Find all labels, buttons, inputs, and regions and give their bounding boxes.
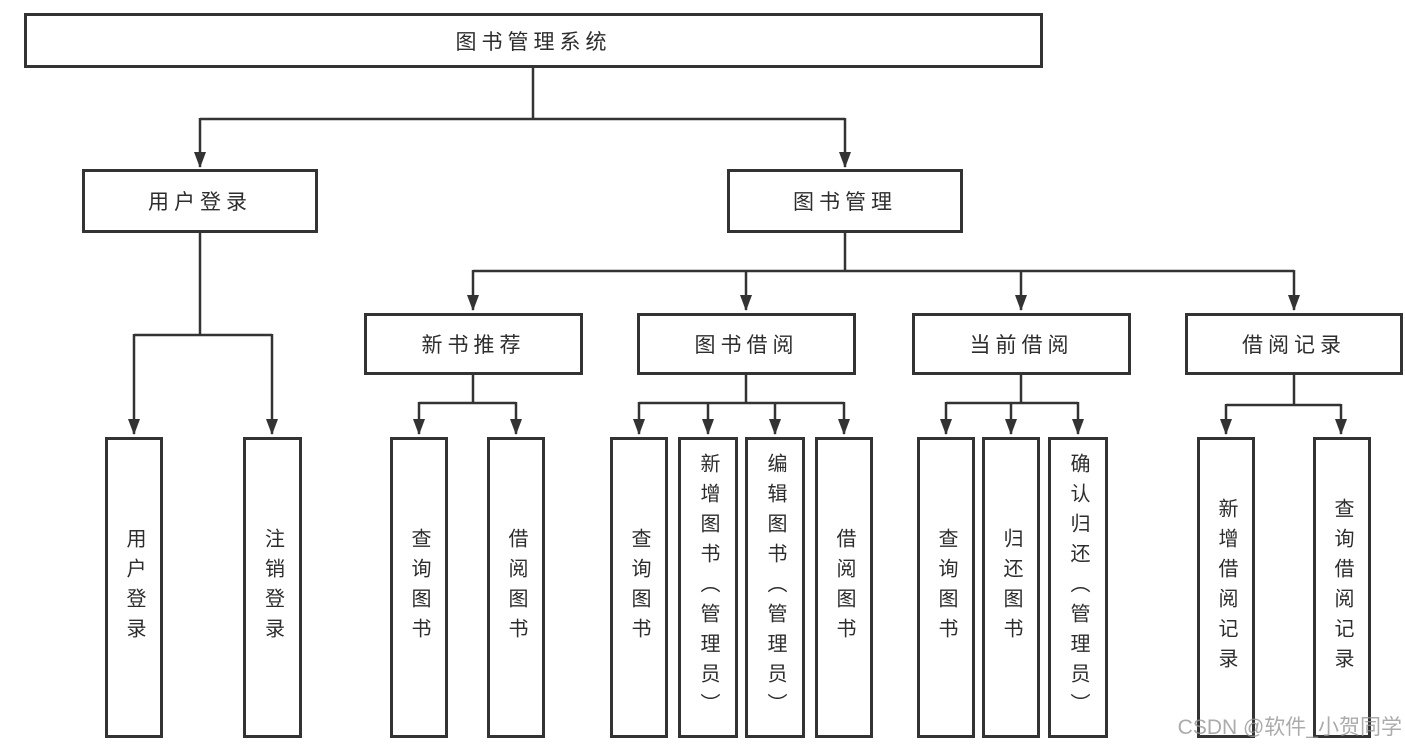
node-borrowing-records-label: 借阅记录	[1242, 334, 1346, 357]
leaf-bb-borrow-book: 借阅图书	[815, 437, 873, 738]
leaf-br-query-record: 查询借阅记录	[1313, 437, 1371, 738]
leaf-cb-return-book: 归还图书	[982, 437, 1040, 738]
leaf-logout: 注销登录	[243, 437, 302, 738]
node-current-borrowing-label: 当前借阅	[969, 334, 1074, 357]
leaf-user-login-label: 用户登录	[123, 527, 145, 648]
leaf-br-add-record-label: 新增借阅记录	[1215, 497, 1237, 678]
leaf-rec-borrow-book-label: 借阅图书	[505, 527, 527, 648]
leaf-cb-confirm-return-admin: 确认归还（管理员）	[1048, 437, 1108, 738]
leaf-bb-edit-book-admin-label: 编辑图书（管理员）	[764, 452, 786, 723]
leaf-br-query-record-label: 查询借阅记录	[1331, 497, 1353, 678]
node-book-borrowing-label: 图书借阅	[694, 334, 799, 357]
leaf-bb-query-book: 查询图书	[610, 437, 668, 738]
leaf-rec-borrow-book: 借阅图书	[487, 437, 545, 738]
node-user-login: 用户登录	[82, 169, 318, 233]
watermark: CSDN @软件_小贺同学	[1177, 716, 1402, 739]
leaf-cb-query-book-label: 查询图书	[935, 527, 957, 648]
leaf-br-add-record: 新增借阅记录	[1197, 437, 1255, 738]
node-new-book-recommendation-label: 新书推荐	[421, 334, 526, 357]
leaf-logout-label: 注销登录	[261, 527, 284, 648]
leaf-bb-query-book-label: 查询图书	[628, 527, 650, 648]
node-book-borrowing: 图书借阅	[637, 313, 856, 375]
leaf-user-login: 用户登录	[105, 437, 163, 738]
leaf-cb-confirm-return-admin-label: 确认归还（管理员）	[1067, 452, 1089, 723]
node-user-login-label: 用户登录	[148, 191, 252, 214]
node-book-management: 图书管理	[727, 169, 963, 233]
leaf-bb-add-book-admin: 新增图书（管理员）	[678, 437, 738, 738]
leaf-bb-add-book-admin-label: 新增图书（管理员）	[697, 452, 719, 723]
node-root-label: 图书管理系统	[455, 30, 612, 54]
node-book-management-label: 图书管理	[793, 191, 897, 214]
leaf-rec-query-book: 查询图书	[390, 437, 448, 738]
node-new-book-recommendation: 新书推荐	[364, 313, 583, 375]
leaf-cb-query-book: 查询图书	[917, 437, 975, 738]
node-root: 图书管理系统	[24, 13, 1043, 68]
node-borrowing-records: 借阅记录	[1185, 313, 1403, 375]
leaf-rec-query-book-label: 查询图书	[408, 527, 430, 648]
leaf-cb-return-book-label: 归还图书	[1000, 527, 1022, 648]
leaf-bb-edit-book-admin: 编辑图书（管理员）	[745, 437, 805, 738]
node-current-borrowing: 当前借阅	[912, 313, 1131, 375]
leaf-bb-borrow-book-label: 借阅图书	[833, 527, 855, 648]
